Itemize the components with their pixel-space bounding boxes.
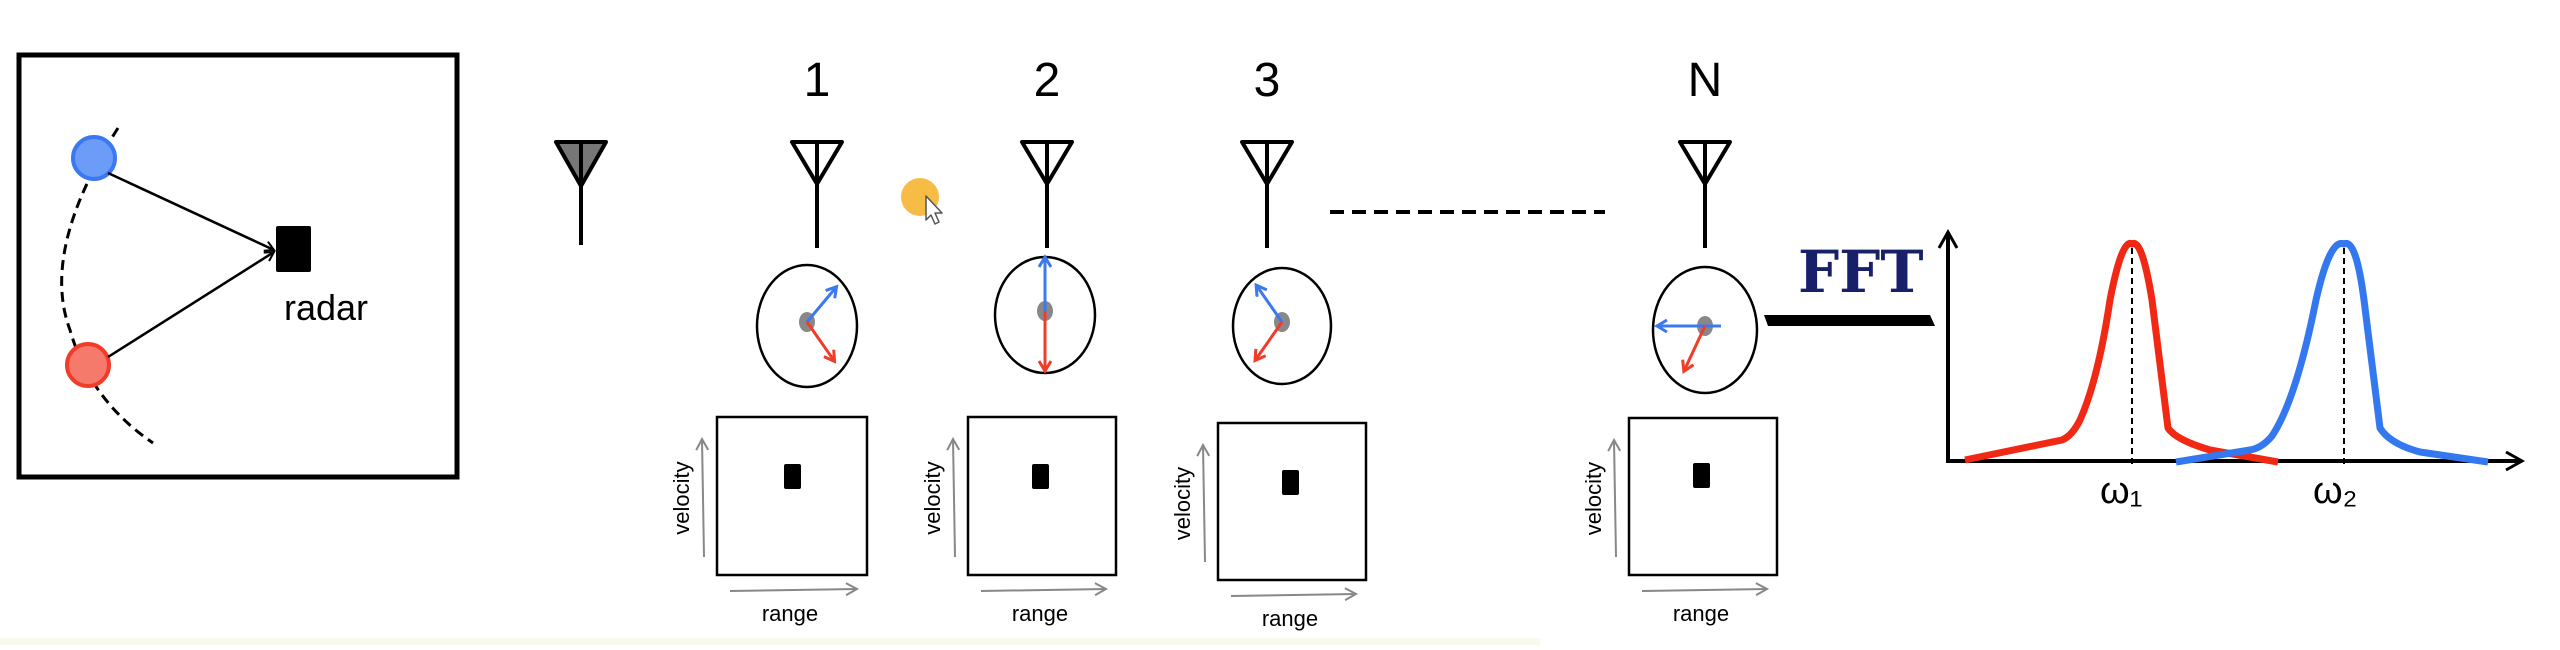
scene-panel: radar [16, 52, 460, 480]
radar-icon [276, 226, 311, 272]
rv-map-frame [1627, 416, 1779, 577]
target-detection-blob [1693, 463, 1710, 488]
equal-range-arc [60, 127, 154, 445]
rx-antenna-icon [1678, 140, 1732, 248]
range-velocity-map: range velocity [1170, 421, 1368, 631]
range-axis-label: range [1012, 601, 1068, 626]
spectrum-plot: ω₁ ω₂ [1937, 228, 2526, 512]
velocity-axis-label: velocity [1170, 467, 1195, 540]
phase-diagram [1651, 265, 1759, 395]
velocity-axis-arrow [1203, 445, 1205, 563]
range-axis-label: range [1673, 601, 1729, 626]
rx-antenna-unit-1: 1 range velocity [669, 54, 869, 626]
red-phase-arrow [1255, 321, 1284, 361]
phase-diagram [1231, 266, 1333, 386]
velocity-axis-arrow [953, 439, 955, 558]
blue-to-radar-arrow [107, 171, 274, 250]
red-to-radar-arrow [107, 252, 274, 359]
phase-diagram [755, 263, 859, 389]
range-velocity-map: range velocity [920, 415, 1118, 626]
range-axis-arrow [980, 589, 1106, 591]
bottom-strip [0, 638, 1540, 645]
rx-antenna-icon [1240, 140, 1294, 248]
rv-map-frame [966, 415, 1118, 577]
pointer-arrow-icon [925, 195, 943, 225]
radar-label: radar [284, 287, 368, 328]
range-axis-label: range [1262, 606, 1318, 631]
omega2-label: ω₂ [2313, 470, 2357, 512]
target-detection-blob [1282, 470, 1299, 495]
omega1-label: ω₁ [2100, 470, 2143, 512]
red-phase-arrow [1684, 325, 1707, 371]
red-phase-arrow [805, 321, 835, 361]
range-velocity-map: range velocity [669, 415, 869, 626]
range-axis-arrow [1641, 589, 1767, 591]
target-detection-blob [784, 464, 801, 489]
antenna-number-label: 3 [1254, 54, 1281, 107]
red-peak-curve [1964, 240, 2279, 466]
blue-target [71, 135, 117, 181]
rv-map-frame [715, 415, 869, 577]
velocity-axis-label: velocity [920, 461, 945, 534]
antenna-number-label: N [1688, 54, 1723, 107]
blue-phase-arrow [1256, 285, 1284, 323]
fft-connector-bar [1764, 315, 1935, 326]
rx-antenna-icon [1020, 140, 1074, 248]
range-axis-label: range [762, 601, 818, 626]
rx-antenna-unit-3: 3 range velocity [1170, 54, 1368, 631]
velocity-axis-label: velocity [1581, 462, 1606, 535]
velocity-axis-arrow [1614, 440, 1616, 558]
mouse-cursor [901, 178, 943, 225]
range-velocity-map: range velocity [1581, 416, 1779, 626]
scene-frame [16, 52, 460, 480]
phase-diagram [993, 257, 1097, 375]
fft-label: FFT [1798, 238, 1924, 306]
range-axis-arrow [729, 589, 857, 591]
antenna-number-label: 1 [804, 54, 831, 107]
rv-map-frame [1216, 421, 1368, 582]
target-detection-blob [1032, 464, 1049, 489]
rx-antenna-unit-2: 2 range velocity [920, 54, 1118, 626]
tx-antenna-icon [554, 140, 608, 245]
blue-phase-arrow [805, 287, 837, 323]
blue-peak-curve [2175, 240, 2489, 466]
antenna-number-label: 2 [1034, 54, 1061, 107]
rx-antenna-icon [790, 140, 844, 248]
red-target [65, 342, 111, 388]
velocity-axis-label: velocity [669, 461, 694, 534]
velocity-axis-arrow [702, 439, 704, 558]
rx-antenna-array: 1 range velocity 2 range velocity 3 range veloci… [669, 54, 1779, 631]
range-axis-arrow [1230, 594, 1356, 596]
